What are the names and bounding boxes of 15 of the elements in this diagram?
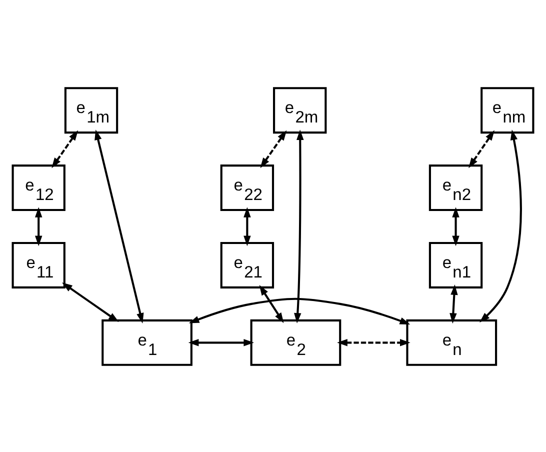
arrow bbox=[479, 129, 522, 322]
arrow bbox=[188, 338, 254, 346]
arrow bbox=[259, 284, 284, 323]
arrow bbox=[260, 130, 287, 168]
arrow bbox=[337, 338, 410, 346]
arrow bbox=[294, 129, 304, 323]
arrow bbox=[62, 282, 119, 322]
arrow bbox=[452, 206, 460, 246]
arrow bbox=[52, 130, 78, 168]
arrow bbox=[188, 297, 410, 324]
arrow bbox=[244, 206, 251, 246]
arrow bbox=[34, 206, 42, 246]
arrow bbox=[450, 284, 458, 324]
arrow bbox=[94, 129, 144, 323]
arrow bbox=[468, 130, 495, 168]
